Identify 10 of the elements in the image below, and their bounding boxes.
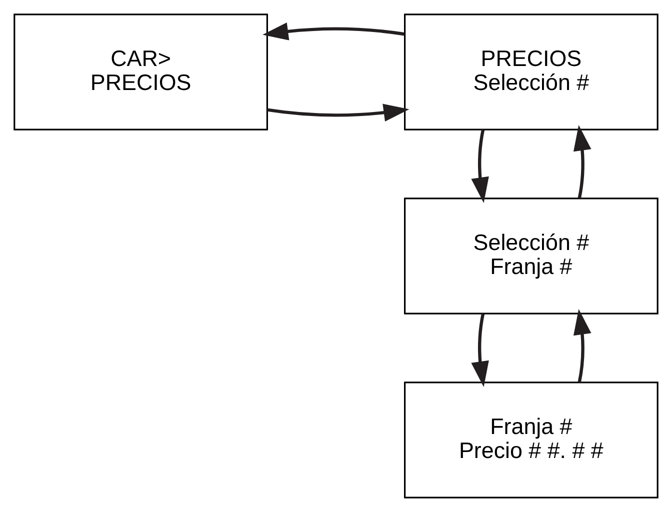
node-box: CAR> PRECIOS — [14, 14, 268, 130]
arrow — [262, 22, 405, 40]
node-box: PRECIOS Selección # — [404, 14, 658, 130]
arrow — [267, 104, 410, 122]
arrow — [573, 125, 592, 199]
node-box: Selección # Franja # — [404, 198, 658, 314]
node-box: Franja # Precio # #. # # — [404, 382, 658, 498]
arrow — [471, 314, 489, 388]
arrow — [471, 130, 489, 204]
arrow — [573, 309, 592, 383]
